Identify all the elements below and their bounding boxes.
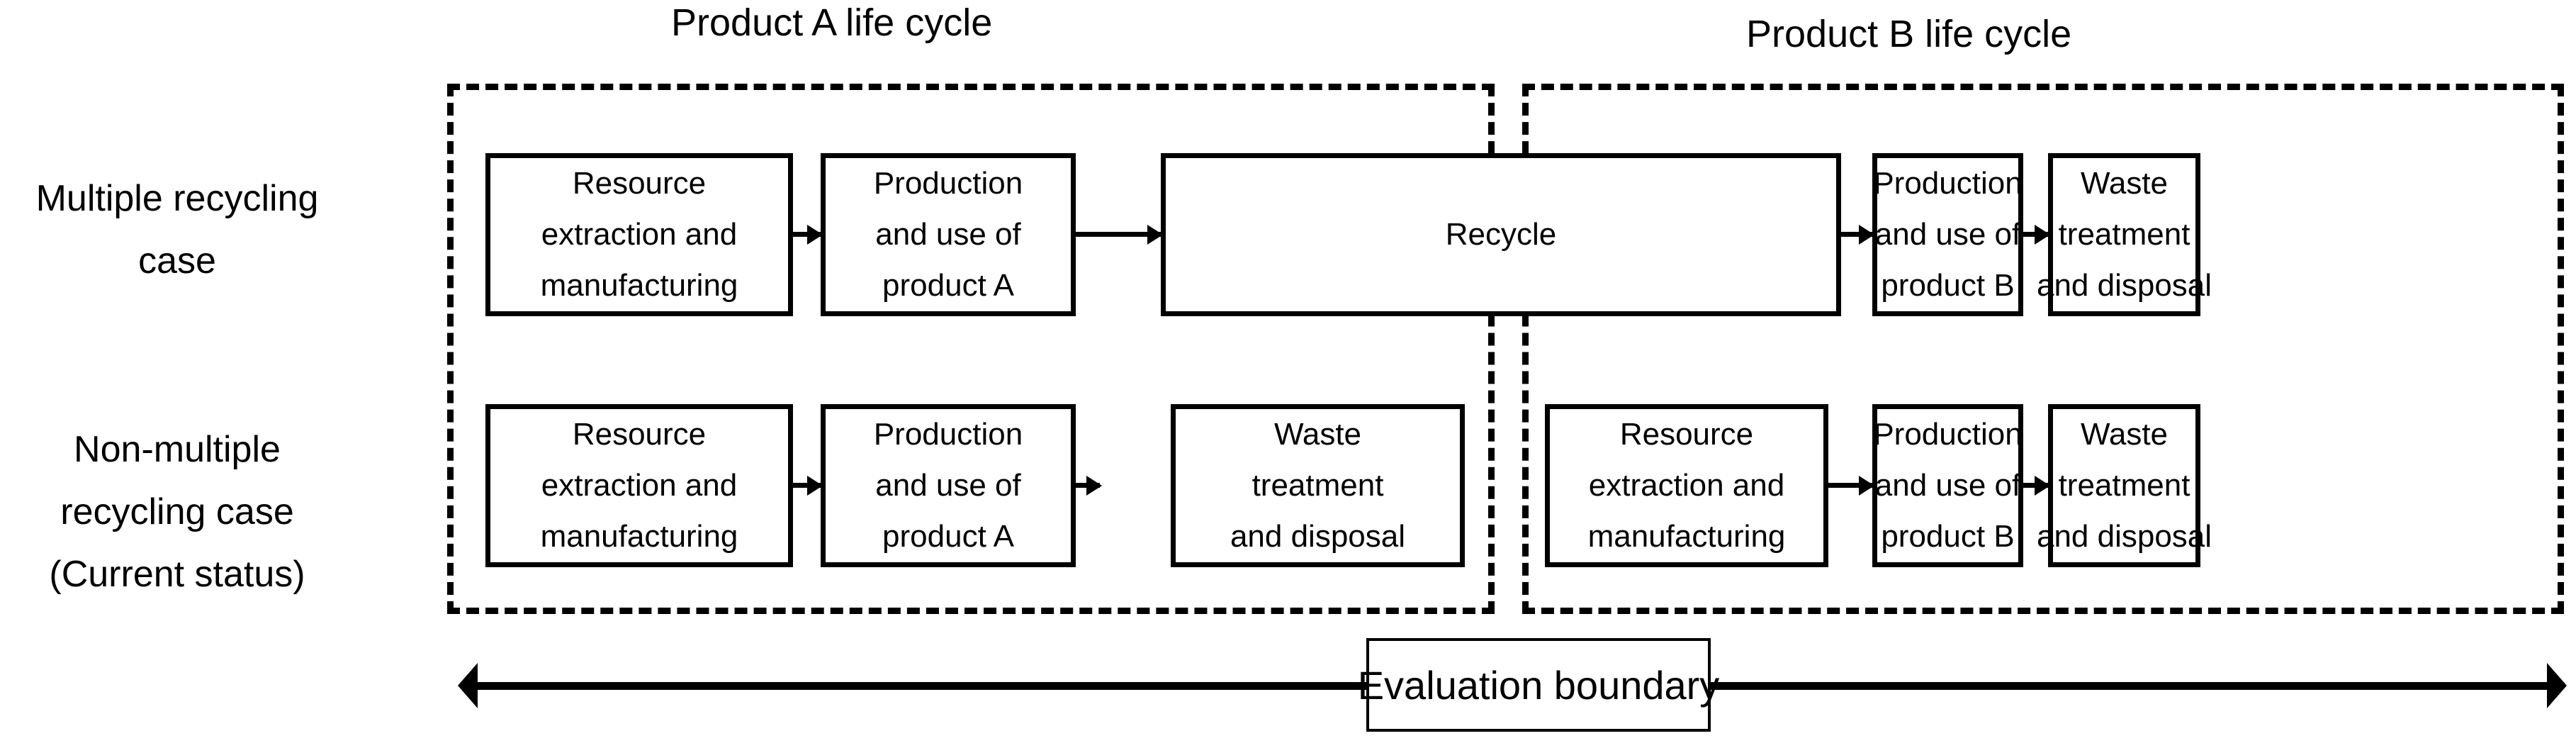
box-line: and disposal — [2036, 519, 2212, 554]
box-line: manufacturing — [540, 268, 738, 303]
process-box-production-use-a[interactable]: Production and use of product A — [821, 153, 1076, 316]
box-line: and disposal — [1230, 519, 1406, 554]
arrow-production-b2-to-waste-b2 — [2023, 483, 2048, 488]
box-line: and disposal — [2036, 268, 2212, 303]
box-line: Waste — [2080, 166, 2169, 201]
process-box-production-use-b[interactable]: Production and use of product B — [1872, 153, 2023, 316]
box-line: product B — [1881, 268, 2015, 303]
arrow-production-b-to-waste-b — [2023, 232, 2048, 237]
box-line: Production — [1873, 166, 2023, 201]
arrow-head-right-icon — [2547, 663, 2567, 708]
box-line: treatment — [2058, 468, 2190, 503]
evaluation-boundary-label-box: Evaluation boundary — [1358, 638, 1719, 732]
box-line: and use of — [1874, 217, 2021, 252]
box-line: and use of — [1874, 468, 2021, 503]
box-line: Recycle — [1445, 217, 1557, 252]
product-a-lifecycle-title: Product A life cycle — [671, 1, 993, 44]
box-line: Resource — [1619, 417, 1754, 452]
process-box-production-use-b2[interactable]: Production and use of product B — [1872, 404, 2023, 567]
row-label-line: Multiple recycling — [35, 178, 319, 219]
box-line: and use of — [875, 468, 1021, 503]
box-line: Waste — [1273, 417, 1362, 452]
arrow-head-left-icon — [458, 663, 478, 708]
box-line: manufacturing — [540, 519, 738, 554]
box-line: Production — [873, 166, 1023, 201]
process-box-waste-treatment-b2[interactable]: Waste treatment and disposal — [2037, 404, 2212, 567]
box-line: extraction and — [541, 468, 738, 503]
product-b-lifecycle-region — [1522, 84, 2564, 614]
arrow-production-a-to-recycle — [1076, 232, 1161, 237]
box-line: manufacturing — [1587, 519, 1786, 554]
arrow-recycle-to-production-b — [1841, 232, 1872, 237]
row-label-multiple-recycling-case: Multiple recycling case — [0, 167, 361, 292]
process-box-waste-treatment-a2[interactable]: Waste treatment and disposal — [1171, 404, 1465, 567]
row-label-line: (Current status) — [49, 554, 305, 595]
box-line: extraction and — [1588, 468, 1785, 503]
box-line: Production — [873, 417, 1023, 452]
box-line: and use of — [875, 217, 1021, 252]
box-line: product B — [1881, 519, 2015, 554]
process-box-resource-extraction-a[interactable]: Resource extraction and manufacturing — [485, 153, 793, 316]
box-line: extraction and — [541, 217, 738, 252]
process-box-resource-extraction-a2[interactable]: Resource extraction and manufacturing — [485, 404, 793, 567]
box-line: Resource — [572, 166, 707, 201]
box-line: Waste — [2080, 417, 2169, 452]
evaluation-boundary-label: Evaluation boundary — [1357, 662, 1720, 708]
box-line: product A — [882, 268, 1014, 303]
arrow-resource-b2-to-production-b2 — [1828, 483, 1872, 488]
box-line: Resource — [572, 417, 707, 452]
process-box-recycle[interactable]: Recycle — [1161, 153, 1841, 316]
process-box-production-use-a2[interactable]: Production and use of product A — [821, 404, 1076, 567]
row-label-line: case — [138, 240, 216, 281]
arrow-resource-to-production-a — [793, 232, 821, 237]
box-line: product A — [882, 519, 1014, 554]
process-box-resource-extraction-b2[interactable]: Resource extraction and manufacturing — [1545, 404, 1828, 567]
row-label-non-multiple-recycling-case: Non-multiple recycling case (Current sta… — [0, 418, 361, 605]
box-line: treatment — [1252, 468, 1384, 503]
arrow-resource-to-production-a2 — [793, 483, 821, 488]
arrow-production-a2-to-waste-a2 — [1076, 483, 1100, 488]
product-b-lifecycle-title: Product B life cycle — [1746, 13, 2072, 55]
box-line: treatment — [2058, 217, 2190, 252]
row-label-line: recycling case — [60, 491, 294, 532]
process-box-waste-treatment-b[interactable]: Waste treatment and disposal — [2037, 153, 2212, 316]
product-a-lifecycle-region — [447, 84, 1495, 614]
row-label-line: Non-multiple — [74, 429, 281, 470]
box-line: Production — [1873, 417, 2023, 452]
